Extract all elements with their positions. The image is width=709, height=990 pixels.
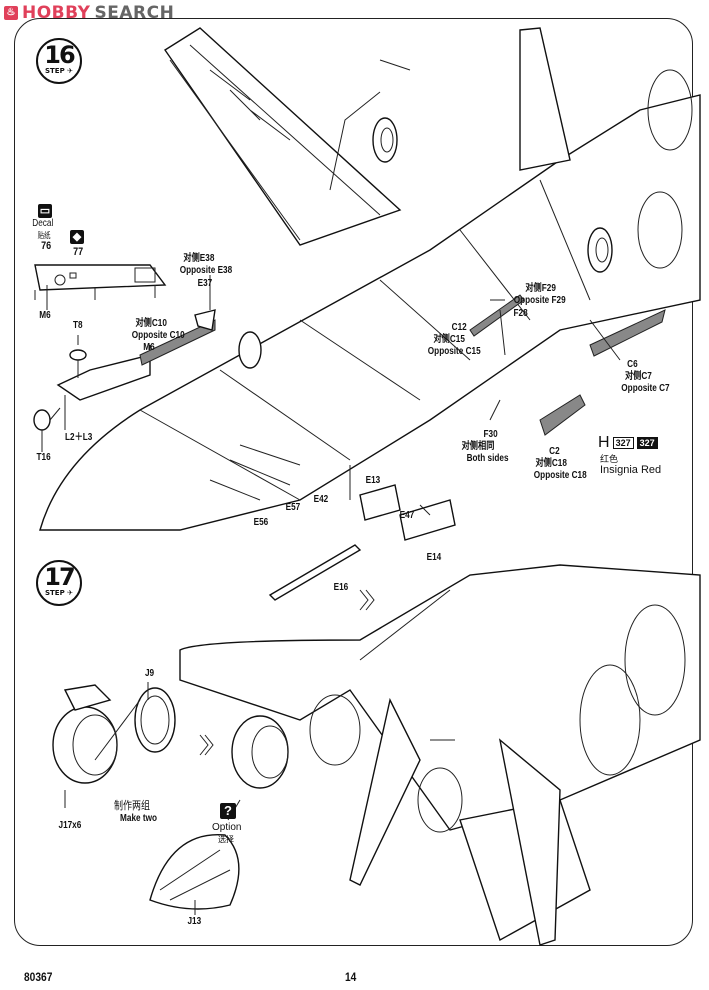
label-e42: E42 [313,494,329,505]
decal-number-77: 77 [73,246,84,258]
jet-icon: ✈ [67,589,74,597]
hud-illustration [33,349,151,431]
e14-part [399,499,456,541]
paint-code-b: 327 [636,437,658,449]
page-number: 14 [345,970,357,984]
e16-part [268,544,362,601]
option-label-en: Option [212,822,242,833]
paint-name-cn: 红色 [600,454,619,464]
label-e38-en: Opposite E38 [179,265,233,276]
label-f29-cn: 对侧F29 [525,283,556,294]
label-c15-en: Opposite C15 [427,346,481,357]
e-parts-arrows [209,444,301,501]
e37-part [194,309,216,331]
label-j17: J17x6 [58,820,82,831]
label-c6: C6 [627,359,638,370]
kit-number: 80367 [24,970,53,984]
direction-arrows [199,589,375,756]
label-c7-en: Opposite C7 [621,383,670,394]
label-m6-panel: M6 [39,310,51,321]
label-j13: J13 [187,916,202,927]
label-e47: E47 [399,510,415,521]
label-f28: F28 [513,308,528,319]
m6-cockpit-part [139,319,216,366]
nozzle-parts-illustration [52,684,289,910]
page-frame [14,18,693,946]
label-make-two-en: Make two [120,813,157,824]
paint-letter: H [598,434,610,451]
wing-illustration [164,27,402,246]
step-16-number: 16 [44,41,75,69]
label-t8: T8 [73,320,83,331]
decal-77-icon: ◆ [70,230,84,244]
label-c7-cn: 对侧C7 [624,371,652,382]
jet-icon: ✈ [67,67,74,75]
fuselage-illustration [39,27,701,531]
step-17-number: 17 [44,563,75,591]
label-make-two-cn: 制作两组 [113,800,151,812]
rear-fuselage-illustration [179,564,701,946]
landing-gear-illustration [238,117,613,369]
label-f30: F30 [483,429,498,440]
label-t16: T16 [36,452,51,463]
label-e13: E13 [365,475,381,486]
decal-number-76: 76 [41,240,52,252]
label-e14: E14 [426,552,442,563]
decal-icon: ▭ [38,204,52,218]
label-c10-cn: 对侧C10 [135,318,167,329]
label-c15-cn: 对侧C15 [433,334,465,345]
f29-part [469,294,525,337]
label-c2: C2 [549,446,560,457]
question-icon: ? [220,803,236,819]
decal-label-cn: 贴纸 [37,231,51,240]
f30-part [499,309,506,356]
label-f29-en: Opposite F29 [513,295,566,306]
label-c12: C12 [451,322,467,333]
label-c10-en: Opposite C10 [131,330,185,341]
label-m6-cockpit: M6 [143,342,155,353]
decal-label-en: Decal [32,218,54,229]
label-c18-en: Opposite C18 [533,470,587,481]
label-e56: E56 [253,517,269,528]
label-both-en: Both sides [466,453,509,464]
paint-code-a: 327 [612,437,634,449]
step-17-label: STEP [44,589,65,597]
step-16-badge: 16 STEP ✈ [36,38,82,84]
flame-icon: ♨ [4,6,18,20]
step-16-label: STEP [44,67,65,75]
label-l2-l3: L2＋L3 [65,432,93,443]
label-j9: J9 [145,668,155,679]
instrument-panel-illustration [34,264,167,300]
c2-part [539,394,586,436]
step-17-badge: 17 STEP ✈ [36,560,82,606]
label-both-cn: 对侧相同 [461,441,495,452]
label-c18-cn: 对侧C18 [535,458,567,469]
label-e37: E37 [197,278,213,289]
e13-part [359,484,401,521]
label-e57: E57 [285,502,301,513]
label-e16: E16 [333,582,349,593]
label-e38-cn: 对侧E38 [183,253,215,264]
paint-name-en: Insignia Red [600,464,662,476]
option-label-cn: 选择 [218,835,234,844]
